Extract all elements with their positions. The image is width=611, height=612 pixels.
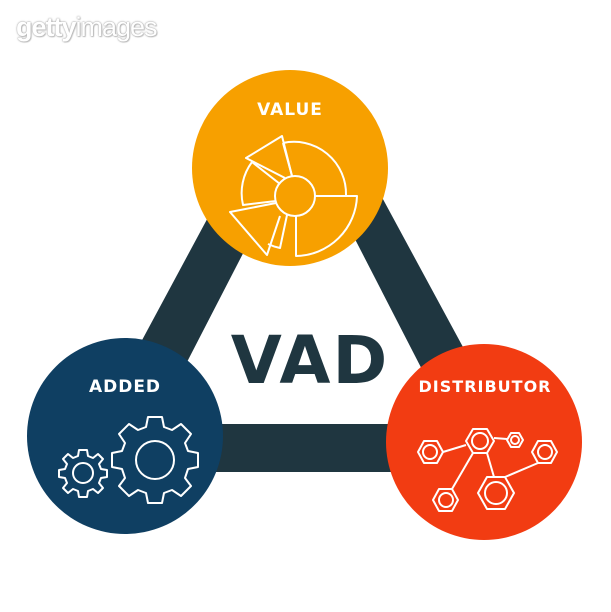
getty-images-watermark: gettyimages [16, 12, 158, 43]
distributor-circle [386, 344, 582, 540]
value-node [192, 70, 388, 266]
distributor-label: DISTRIBUTOR [418, 377, 552, 396]
added-node [27, 338, 223, 534]
gears-icon [58, 416, 199, 504]
molecule-network-icon [417, 428, 558, 512]
distributor-node [386, 344, 582, 540]
pie-segments-icon [229, 135, 358, 257]
triangle-right-edge [340, 190, 470, 385]
watermark-part-images: images [75, 12, 158, 42]
triangle-bottom-edge [200, 424, 420, 472]
added-label: ADDED [88, 377, 162, 397]
small-gear-icon [58, 449, 108, 498]
center-title-vad: VAD [230, 322, 390, 399]
watermark-part-getty: getty [16, 12, 77, 42]
added-circle [27, 338, 223, 534]
value-label: VALUE [257, 100, 323, 120]
large-gear-icon [111, 416, 199, 504]
